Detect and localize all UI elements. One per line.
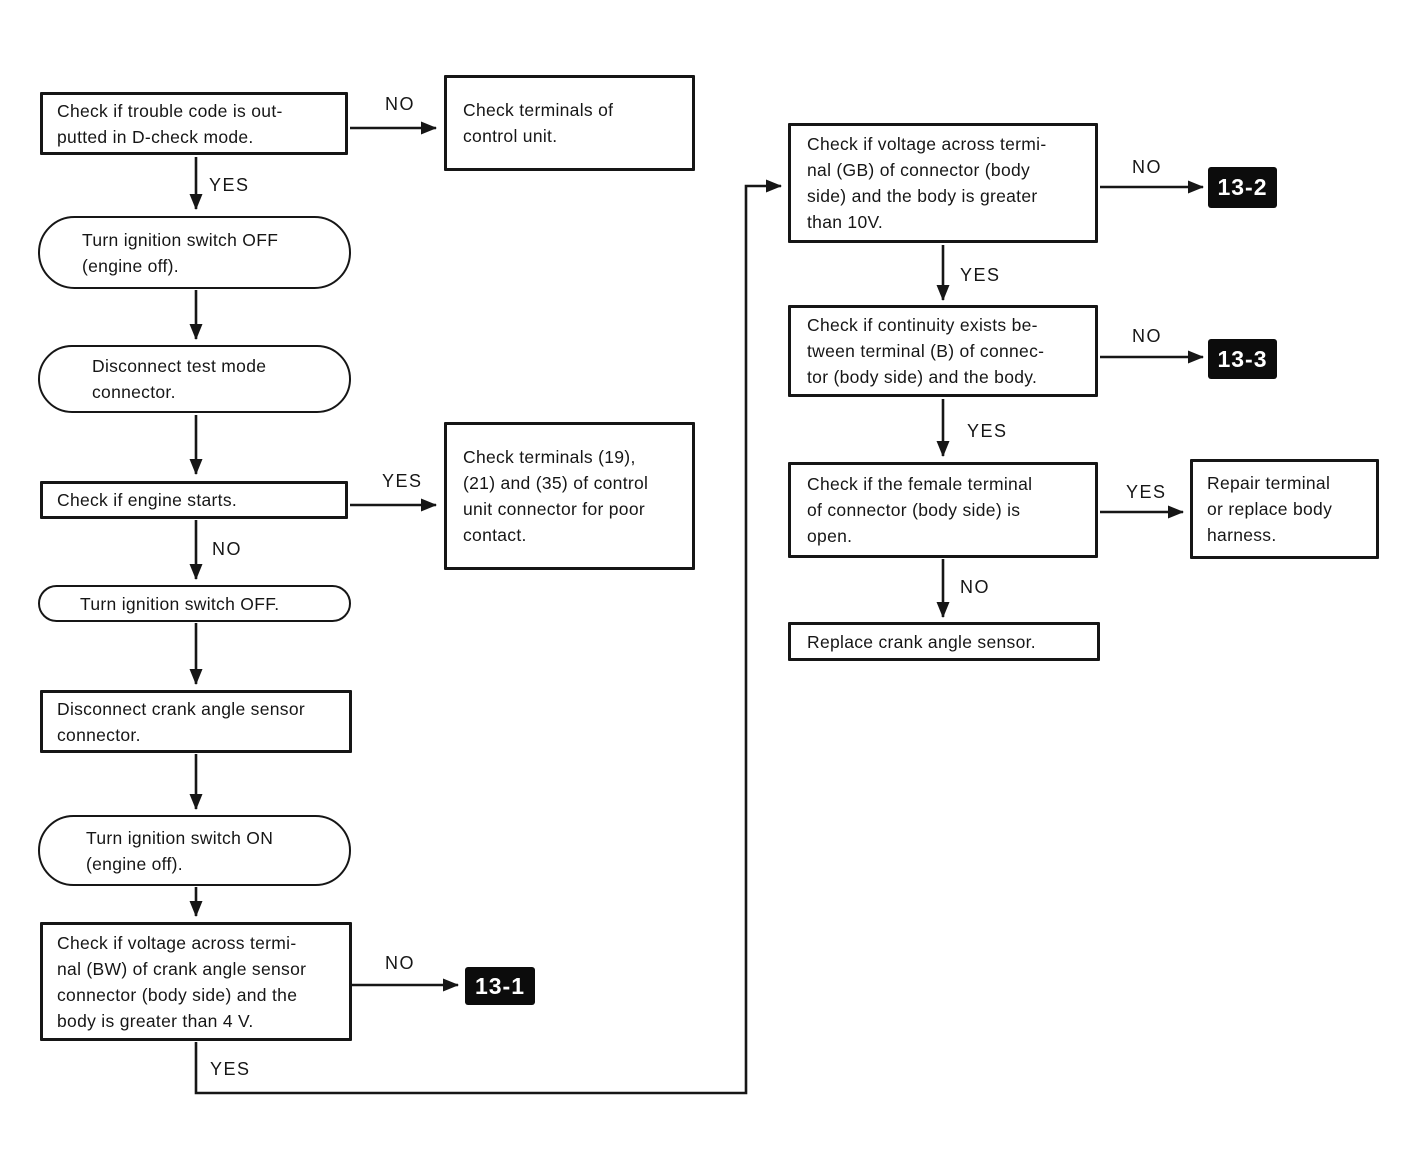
node-turn-ignition-off: Turn ignition switch OFF.: [38, 585, 351, 622]
node-turn-ignition-on-engine-off: Turn ignition switch ON (engine off).: [38, 815, 351, 886]
ref-badge-13-3: 13-3: [1208, 339, 1277, 379]
label-femaleterminal-no: NO: [958, 577, 992, 598]
ref-badge-13-2: 13-2: [1208, 167, 1277, 208]
node-check-engine-starts: Check if engine starts.: [40, 481, 348, 519]
label-voltagebw-no: NO: [383, 953, 417, 974]
label-enginestarts-yes: YES: [380, 471, 425, 492]
node-check-voltage-bw: Check if voltage across termi- nal (BW) …: [40, 922, 352, 1041]
label-voltagegb-yes: YES: [958, 265, 1003, 286]
label-voltagegb-no: NO: [1130, 157, 1164, 178]
node-check-terminals-control-unit: Check terminals of control unit.: [444, 75, 695, 171]
label-enginestarts-no: NO: [210, 539, 244, 560]
node-check-terminals-19-21-35: Check terminals (19), (21) and (35) of c…: [444, 422, 695, 570]
node-turn-ignition-off-engine-off: Turn ignition switch OFF (engine off).: [38, 216, 351, 289]
label-continuity-yes: YES: [965, 421, 1010, 442]
label-troublecode-no: NO: [383, 94, 417, 115]
node-check-voltage-gb: Check if voltage across termi- nal (GB) …: [788, 123, 1098, 243]
label-femaleterminal-yes: YES: [1124, 482, 1169, 503]
edge-voltagebw-yes-loop-to-voltagegb: [194, 179, 782, 1095]
node-check-female-terminal-open: Check if the female terminal of connecto…: [788, 462, 1098, 558]
label-continuity-no: NO: [1130, 326, 1164, 347]
node-disconnect-test-mode-connector: Disconnect test mode connector.: [38, 345, 351, 413]
label-voltagebw-yes: YES: [208, 1059, 253, 1080]
node-disconnect-crank-sensor-connector: Disconnect crank angle sensor connector.: [40, 690, 352, 753]
node-check-trouble-code: Check if trouble code is out- putted in …: [40, 92, 348, 155]
node-repair-terminal-replace-harness: Repair terminal or replace body harness.: [1190, 459, 1379, 559]
label-troublecode-yes: YES: [207, 175, 252, 196]
ref-badge-13-1: 13-1: [465, 967, 535, 1005]
node-check-continuity-terminal-b: Check if continuity exists be- tween ter…: [788, 305, 1098, 397]
node-replace-crank-angle-sensor: Replace crank angle sensor.: [788, 622, 1100, 661]
